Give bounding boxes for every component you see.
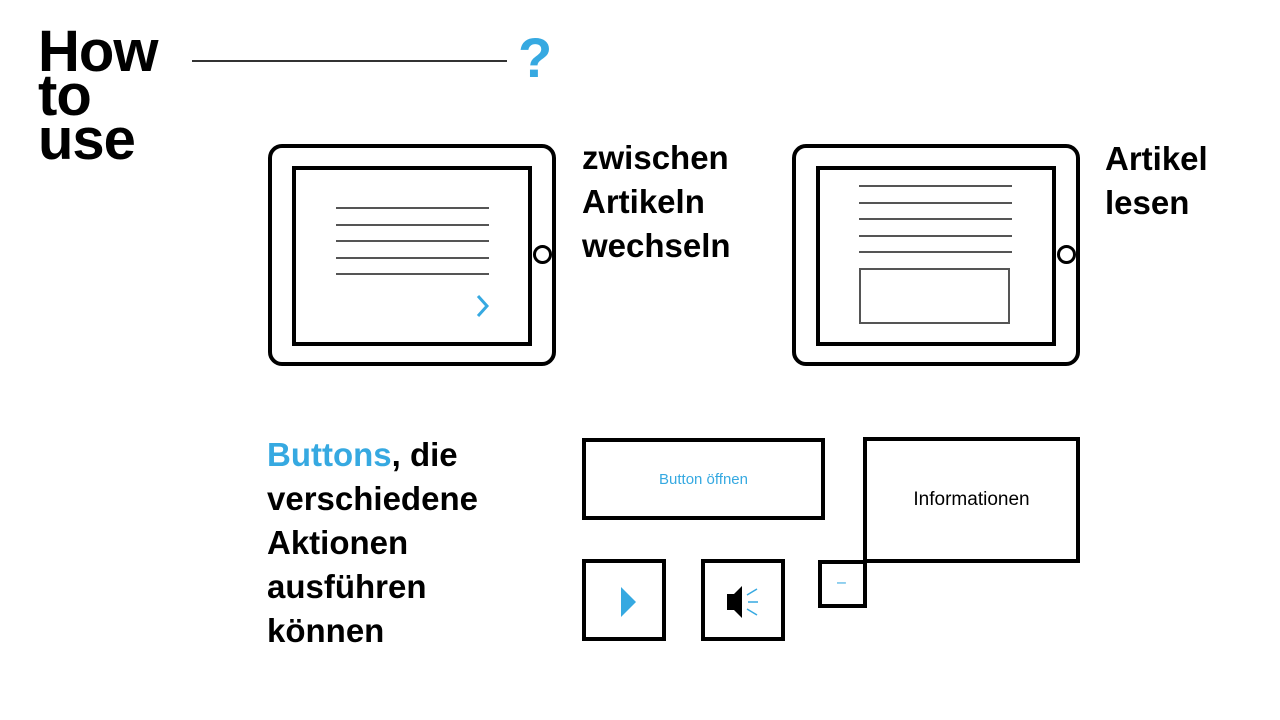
minus-icon: – (837, 574, 846, 591)
speaker-icon (727, 586, 758, 618)
sound-button[interactable] (701, 559, 785, 641)
caption-line: Buttons, die (267, 433, 478, 477)
caption-line: verschiedene (267, 480, 478, 517)
caption-rest: , die (391, 436, 458, 473)
switch-caption: zwischen Artikeln wechseln (582, 136, 731, 268)
read-caption: Artikel lesen (1105, 137, 1208, 225)
text-line (859, 185, 1012, 187)
open-button-label: Button öffnen (659, 470, 748, 488)
tablet-read-screen (816, 166, 1056, 346)
page-title: How to use (38, 19, 158, 172)
play-icon (621, 587, 636, 617)
info-panel-label: Informationen (913, 489, 1030, 510)
question-mark-icon: ? (518, 26, 553, 89)
text-line (859, 218, 1012, 220)
caption-line: lesen (1105, 184, 1190, 221)
caption-line: wechseln (582, 227, 731, 264)
caption-line: zwischen (582, 139, 729, 176)
text-line (859, 235, 1012, 237)
open-button[interactable]: Button öffnen (582, 438, 825, 520)
caption-line: können (267, 612, 385, 649)
text-line (336, 257, 489, 259)
buttons-caption: Buttons, die verschiedene Aktionen ausfü… (267, 433, 478, 653)
home-button-icon (1057, 245, 1076, 264)
caption-line: Aktionen (267, 524, 409, 561)
title-line-how: How (38, 19, 158, 84)
text-line (859, 202, 1012, 204)
tablet-switch-illustration (268, 144, 556, 366)
chevron-right-icon[interactable] (474, 293, 492, 319)
title-divider (192, 60, 507, 62)
play-button[interactable] (582, 559, 666, 641)
tablet-read-illustration (792, 144, 1080, 366)
caption-line: ausführen (267, 568, 427, 605)
collapse-button[interactable]: – (818, 560, 867, 608)
tablet-switch-screen (292, 166, 532, 346)
home-button-icon (533, 245, 552, 264)
info-panel[interactable]: Informationen (863, 437, 1080, 563)
text-line (336, 224, 489, 226)
text-line (859, 251, 1012, 253)
text-line (336, 273, 489, 275)
title-line-use: use (38, 107, 136, 172)
text-line (336, 240, 489, 242)
image-placeholder (859, 268, 1010, 324)
caption-line: Artikeln (582, 183, 705, 220)
caption-line: Artikel (1105, 140, 1208, 177)
text-line (336, 207, 489, 209)
title-line-to: to (38, 63, 92, 128)
buttons-highlight: Buttons (267, 436, 392, 473)
